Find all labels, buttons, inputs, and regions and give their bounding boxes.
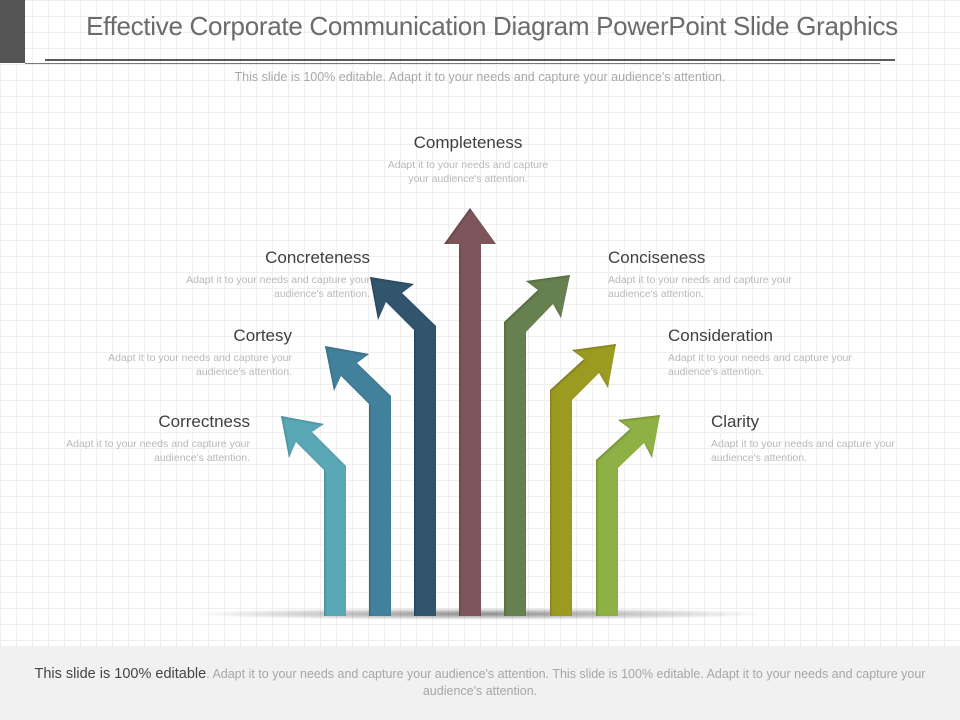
page-subtitle: This slide is 100% editable. Adapt it to… [234,70,726,84]
label-description: Adapt it to your needs and capture your … [66,438,250,464]
label-conciseness: Conciseness Adapt it to your needs and c… [608,248,828,301]
label-title: Clarity [711,412,760,431]
label-title: Consideration [668,326,773,345]
label-title: Correctness [158,412,250,431]
label-description: Adapt it to your needs and capture your … [186,274,370,300]
arrow-cortesy [325,346,391,616]
arrow-conciseness [504,275,570,616]
title-divider [45,59,895,61]
arrow-correctness [281,416,346,616]
label-clarity: Clarity Adapt it to your needs and captu… [711,412,931,465]
label-description: Adapt it to your needs and capture your … [108,352,292,378]
label-title: Completeness [413,133,523,152]
label-title: Cortesy [233,326,292,345]
arrow-completeness [444,208,496,616]
label-concreteness: Concreteness Adapt it to your needs and … [150,248,370,301]
footer-bar: This slide is 100% editable. Adapt it to… [0,646,960,720]
footer-text: This slide is 100% editable. Adapt it to… [10,666,950,700]
label-description: Adapt it to your needs and capture your … [711,438,895,464]
arrow-clarity [596,415,660,616]
label-title: Concreteness [265,248,370,267]
label-consideration: Consideration Adapt it to your needs and… [668,326,888,379]
label-correctness: Correctness Adapt it to your needs and c… [30,412,250,465]
footer-body: . Adapt it to your needs and capture you… [206,667,926,698]
label-completeness: Completeness Adapt it to your needs and … [358,133,578,186]
footer-lead: This slide is 100% editable [34,666,207,682]
label-description: Adapt it to your needs and capture your … [668,352,852,378]
arrow-consideration [550,344,616,616]
label-title: Conciseness [608,248,706,267]
title-divider-thin [25,63,880,64]
arrow-concreteness [370,277,436,616]
label-description: Adapt it to your needs and capture your … [608,274,792,300]
label-description: Adapt it to your needs and capture your … [387,159,549,185]
page-title: Effective Corporate Communication Diagra… [86,11,898,41]
corner-accent-block [0,0,25,63]
label-cortesy: Cortesy Adapt it to your needs and captu… [72,326,292,379]
